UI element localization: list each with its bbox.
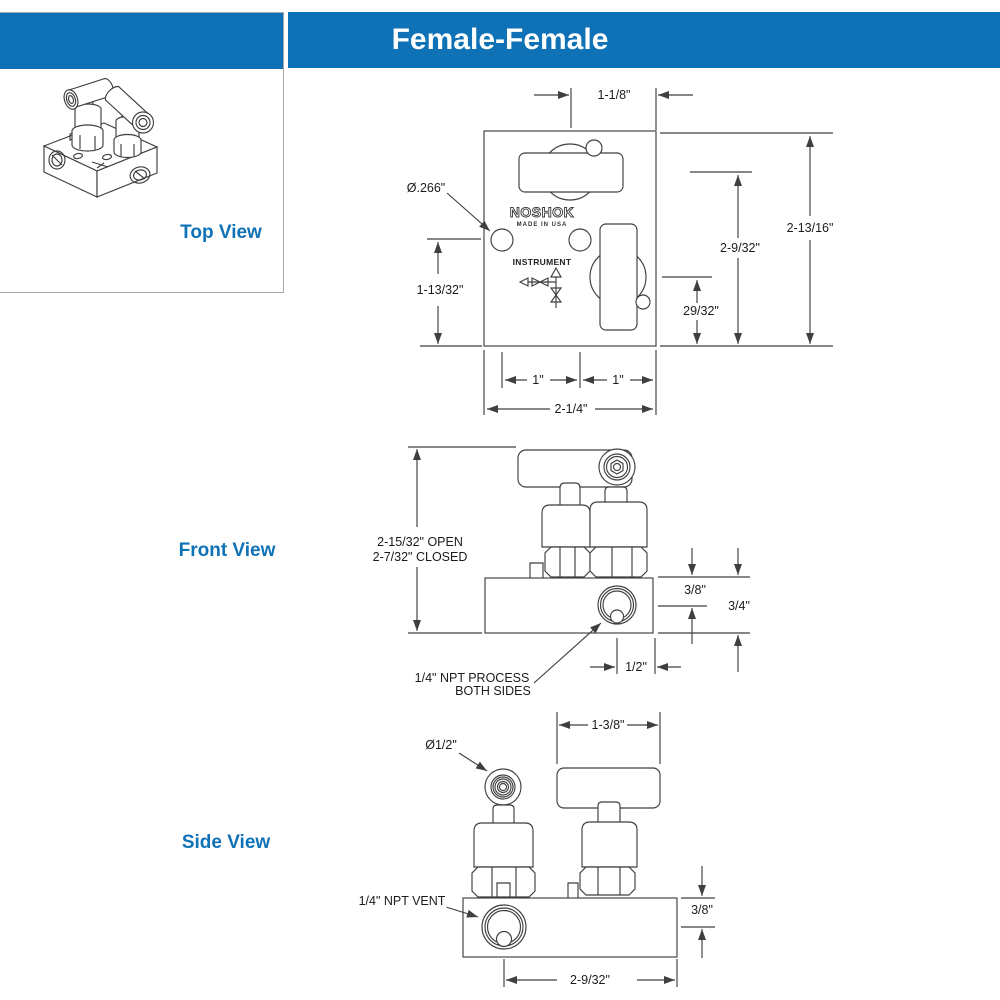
side-view-drawing — [445, 712, 715, 987]
front-view-drawing — [408, 446, 750, 684]
dim-top-hole-depth: 1-13/32" — [415, 283, 465, 297]
dim-front-body-height: 3/4" — [727, 599, 751, 613]
top-right-hole — [568, 228, 592, 252]
top-handle — [518, 152, 624, 193]
top-view-dimensions — [420, 88, 833, 415]
isometric-part-drawing — [42, 77, 159, 198]
callout-process-port-line2: BOTH SIDES — [454, 684, 532, 698]
front-right-bonnet — [589, 501, 648, 548]
top-view-drawing — [420, 88, 833, 415]
dim-side-knob-diameter: Ø1/2" — [424, 738, 458, 752]
side-view-label: Side View — [181, 832, 271, 853]
side-knob — [484, 768, 522, 806]
callout-vent-port: 1/4" NPT VENT — [357, 894, 447, 908]
dim-side-port-offset: 2-9/32" — [569, 973, 611, 987]
front-right-hex-nut — [589, 546, 648, 578]
front-view-label: Front View — [178, 540, 276, 561]
top-left-hole — [490, 228, 514, 252]
dim-top-small-depth: 29/32" — [682, 304, 720, 318]
dim-side-port-center: 3/8" — [690, 903, 714, 917]
brand-logo: NOSHOK — [509, 204, 575, 221]
side-left-bonnet — [473, 822, 534, 868]
front-process-port — [597, 585, 637, 625]
side-body — [462, 897, 678, 958]
top-side-handle — [599, 223, 638, 331]
page-title: Female-Female — [391, 23, 609, 56]
side-right-hex-nut — [579, 866, 636, 896]
front-view-dimensions — [408, 446, 750, 684]
made-in-usa-label: MADE IN USA — [516, 222, 568, 228]
instrument-label: INSTRUMENT — [512, 257, 572, 267]
iso-right-port — [129, 166, 151, 184]
dim-front-port-center: 3/8" — [683, 583, 707, 597]
top-view-label: Top View — [180, 222, 262, 243]
front-left-hex-nut — [544, 546, 591, 578]
dim-top-handle-depth: 2-9/32" — [719, 241, 761, 255]
iso-left-port — [48, 150, 66, 170]
dim-top-overall-width: 2-1/4" — [553, 402, 589, 416]
flow-schematic — [518, 266, 563, 308]
dim-top-handle-to-edge: 1-1/8" — [596, 88, 632, 102]
side-right-bonnet — [581, 821, 638, 868]
dim-top-hole-diameter: Ø.266" — [405, 181, 447, 195]
side-left-hex-nut — [471, 866, 536, 898]
callout-process-port-line1: 1/4" NPT PROCESS — [413, 671, 531, 685]
dim-top-hole-spacing: 1" — [531, 373, 545, 387]
thumbnail-header-bar — [0, 13, 283, 69]
front-left-bonnet — [541, 504, 591, 548]
iso-right-handle — [104, 85, 155, 134]
dim-front-closed-height: 2-7/32" CLOSED — [371, 550, 469, 564]
dim-side-handle-length: 1-3/8" — [590, 718, 626, 732]
side-view-dimensions — [445, 712, 715, 987]
dim-front-port-offset: 1/2" — [624, 660, 648, 674]
dim-front-open-height: 2-15/32" OPEN — [376, 535, 464, 549]
header-bar — [288, 12, 1000, 68]
dim-top-overall-depth: 2-13/16" — [785, 221, 835, 235]
dim-top-hole-to-edge: 1" — [611, 373, 625, 387]
front-body — [484, 577, 654, 634]
side-vent-port — [481, 904, 527, 950]
